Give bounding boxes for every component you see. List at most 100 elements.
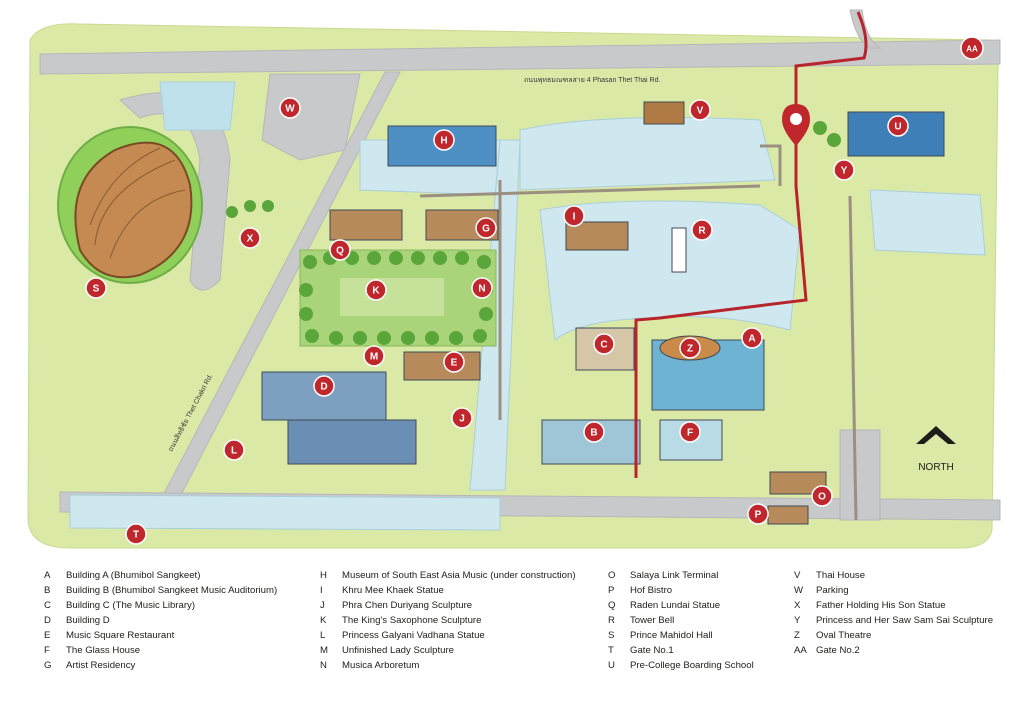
parking-area [261,73,361,161]
legend-code: H [320,570,327,581]
marker-b[interactable]: B [583,421,605,443]
marker-label: N [478,284,485,295]
legend-label: Building A (Bhumibol Sangkeet) [66,570,201,581]
legend-code: P [608,585,615,596]
legend-label: Building C (The Music Library) [66,600,196,611]
marker-d[interactable]: D [313,375,335,397]
legend-item: X Father Holding His Son Statue [794,598,993,613]
legend-label: Music Square Restaurant [66,630,175,641]
legend-item: F The Glass House [44,643,277,658]
legend-label: Artist Residency [66,660,136,671]
legend-label: Phra Chen Duriyang Sculpture [342,600,473,611]
marker-r[interactable]: R [691,219,713,241]
legend-label: Building B (Bhumibol Sangkeet Music Audi… [66,585,278,596]
marker-label: J [459,414,465,425]
marker-t[interactable]: T [125,523,147,545]
marker-circle [747,503,769,525]
legend-code: X [794,600,801,611]
marker-c[interactable]: C [593,333,615,355]
legend-label: Raden Lundai Statue [630,600,721,611]
north-arrow-icon: NORTH [916,426,956,473]
marker-f[interactable]: F [679,421,701,443]
legend-label: Thai House [816,570,866,581]
legend-item: A Building A (Bhumibol Sangkeet) [44,568,277,583]
legend-label: Father Holding His Son Statue [816,600,946,611]
legend-code: O [608,570,616,581]
marker-w[interactable]: W [279,97,301,119]
parking-pool [159,81,236,131]
legend-code: F [44,645,50,656]
legend-code: I [320,585,323,596]
north-label: NORTH [918,462,953,473]
marker-label: G [482,224,490,235]
hof-bistro [767,505,809,525]
marker-label: AA [966,45,978,54]
marker-circle [329,239,351,261]
marker-label: C [600,340,607,351]
marker-g[interactable]: G [475,217,497,239]
marker-l[interactable]: L [223,439,245,461]
marker-u[interactable]: U [887,115,909,137]
marker-circle [679,337,701,359]
legend-label: Pre-College Boarding School [630,660,754,671]
marker-m[interactable]: M [363,345,385,367]
marker-label: D [320,382,327,393]
marker-circle [887,115,909,137]
legend-code: M [320,645,328,656]
marker-circle [433,129,455,151]
marker-a[interactable]: A [741,327,763,349]
legend-label: Princess Galyani Vadhana Statue [342,630,485,641]
marker-label: Q [336,246,344,257]
marker-circle [563,205,585,227]
marker-circle [443,351,465,373]
marker-e[interactable]: E [443,351,465,373]
marker-v[interactable]: V [689,99,711,121]
marker-label: U [894,122,901,133]
campus-map-canvas: NORTH ถนนพุทธมณฑลสาย 4 Phasan Thet Thai … [27,9,1001,549]
marker-j[interactable]: J [451,407,473,429]
arboretum [226,121,841,347]
marker-label: T [133,530,139,541]
legend-label: The Glass House [66,645,141,656]
marker-circle [365,279,387,301]
marker-label: F [687,428,693,439]
marker-h[interactable]: H [433,129,455,151]
marker-y[interactable]: Y [833,159,855,181]
visitor-route [634,11,868,478]
legend-code: Q [608,600,616,611]
marker-label: S [93,284,100,295]
marker-label: R [698,226,706,237]
marker-aa[interactable]: AA [960,36,984,60]
salaya-terminal [769,471,827,495]
marker-o[interactable]: O [811,485,833,507]
legend-code: T [608,645,614,656]
marker-circle [475,217,497,239]
marker-p[interactable]: P [747,503,769,525]
legend-code: K [320,615,327,626]
marker-i[interactable]: I [563,205,585,227]
campus-map: NORTH ถนนพุทธมณฑลสาย 4 Phasan Thet Thai … [27,9,1001,549]
marker-z[interactable]: Z [679,337,701,359]
marker-n[interactable]: N [471,277,493,299]
marker-circle [691,219,713,241]
marker-label: L [231,446,237,457]
marker-s[interactable]: S [85,277,107,299]
marker-circle [593,333,615,355]
marker-k[interactable]: K [365,279,387,301]
legend-code: A [44,570,51,581]
marker-circle [583,421,605,443]
marker-label: M [370,352,378,363]
legend-code: L [320,630,326,641]
legend-label: The King's Saxophone Sculpture [342,615,482,626]
marker-q[interactable]: Q [329,239,351,261]
marker-x[interactable]: X [239,227,261,249]
